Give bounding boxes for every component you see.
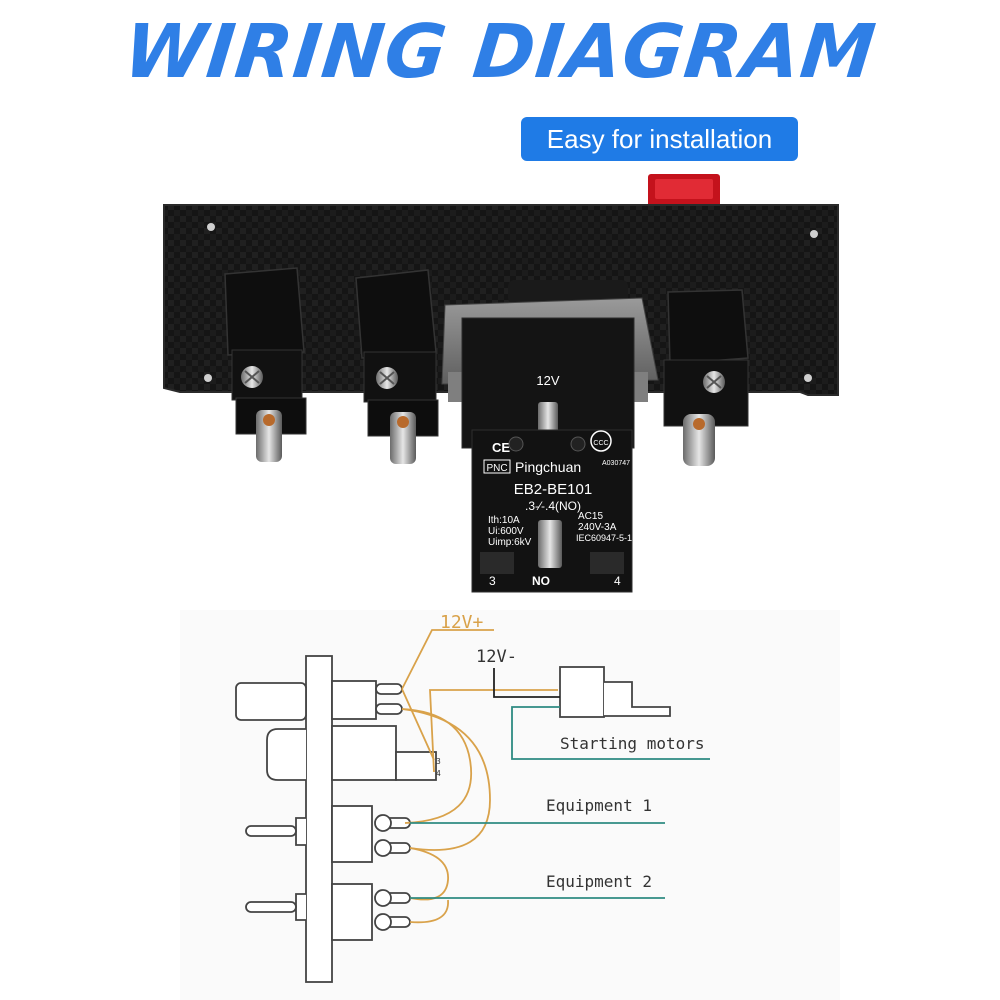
terminal-no-label: NO	[532, 574, 550, 588]
mounting-holes	[204, 223, 818, 382]
start-button-module: 12V CE CCC PNC Pingchuan A030747 EB2-BE1…	[441, 280, 659, 593]
module-code: A030747	[602, 460, 630, 467]
equipment-wires	[410, 706, 710, 899]
red-indicator-light	[648, 174, 720, 208]
brand-logo: PNC	[486, 463, 507, 474]
ccc-mark-icon	[590, 430, 612, 452]
schematic-background	[180, 610, 840, 1000]
toggle-switch-2	[355, 269, 439, 464]
equipment-1-label: Equipment 1	[546, 796, 652, 815]
equipment-2-label: Equipment 2	[546, 872, 652, 891]
module-contact-type: .3-⁄-.4(NO)	[525, 499, 581, 513]
pin-4-label: 4	[436, 769, 441, 778]
spec-ui: Ui:600V	[488, 526, 524, 537]
toggle-switch-1	[224, 267, 307, 462]
installation-badge: Easy for installation	[521, 117, 798, 161]
schematic-components	[235, 655, 671, 983]
spec-ac: AC15	[578, 511, 603, 522]
module-voltage-label: 12V	[536, 373, 559, 388]
toggle-switch-3	[663, 289, 749, 466]
ccc-mark-text: CCC	[593, 440, 608, 447]
spec-ith: Ith:10A	[488, 515, 520, 526]
positive-wires	[401, 629, 558, 924]
negative-wire	[493, 668, 560, 698]
spec-uimp: Uimp:6kV	[488, 537, 532, 548]
ce-mark: CE	[492, 440, 510, 455]
terminal-4-label: 4	[614, 574, 621, 588]
positive-12v-label: 12V+	[440, 612, 484, 633]
starting-motors-label: Starting motors	[560, 734, 705, 753]
negative-12v-label: 12V-	[476, 647, 517, 667]
spec-rating: 240V-3A	[578, 522, 617, 533]
module-model: EB2-BE101	[514, 481, 592, 498]
terminal-3-label: 3	[489, 574, 496, 588]
brand-name: Pingchuan	[515, 459, 581, 475]
spec-iec: IEC60947-5-1	[576, 533, 632, 543]
pin-3-label: 3	[436, 757, 441, 766]
